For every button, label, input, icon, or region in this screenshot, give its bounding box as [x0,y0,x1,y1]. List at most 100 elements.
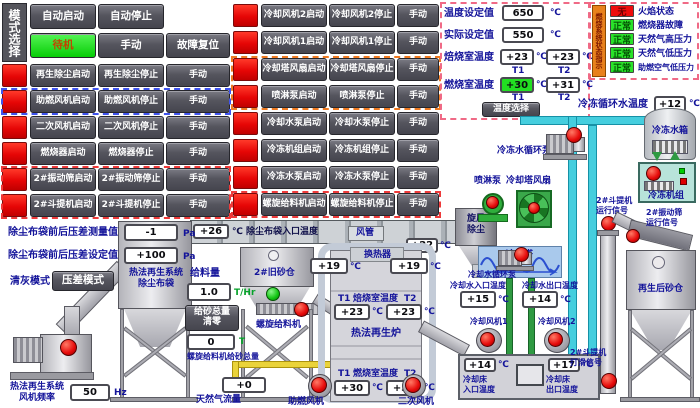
cooling-fan2-manual-button[interactable]: 手动 [397,4,439,27]
bed-window [516,364,544,386]
screw-feeder-status-lamp [233,193,258,216]
screw-feeder-start-button[interactable]: 螺旋给料机启动 [261,193,327,216]
bed-inlet-label: 冷却床 入口温度 [463,375,495,394]
bed-inlet-unit: ℃ [498,360,509,370]
cw-inlet-unit: ℃ [498,295,509,305]
clean-mode-button[interactable]: 压差模式 [52,271,114,291]
flame-state-label: 火焰状态 [638,7,675,17]
baghouse-hopper [124,309,186,347]
baghouse-base [110,397,198,402]
cooling-pump-base [496,266,534,271]
secondary-fan-manual-button[interactable]: 手动 [166,116,230,139]
temp-actual-label: 实际设定值 [444,30,494,41]
cooling-fan2-status-lamp [233,4,258,27]
feed-total-reset-button[interactable]: 给砂总量 清零 [185,305,239,331]
manual-mode-button[interactable]: 手动 [98,33,164,58]
secondary-fan-start-button[interactable]: 二次风机启动 [30,116,96,139]
spray-pump-stop-button[interactable]: 喷淋泵停止 [329,85,395,108]
screw-feeder-manual-button[interactable]: 手动 [397,193,439,216]
chiller-stop-button[interactable]: 冷冻机组停止 [329,139,395,162]
auto-stop-button[interactable]: 自动停止 [98,4,164,29]
standby-button[interactable]: 待机 [30,33,96,58]
vib-screen2-stop-button[interactable]: 2#振动筛停止 [98,168,164,191]
screw-feeder-stop-button[interactable]: 螺旋给料机停止 [329,193,395,216]
bucket-elev2-manual-button[interactable]: 手动 [166,194,230,217]
furnace-roast-label: 焙烧室温度 [353,294,399,304]
cooling-fan1-stop-button[interactable]: 冷却风机1停止 [329,31,395,54]
chiller-start-button[interactable]: 冷冻机组启动 [261,139,327,162]
cooling-pump-start-button[interactable]: 冷却水泵启动 [261,112,327,135]
chilled-pump-manual-button[interactable]: 手动 [397,166,439,189]
chilled-pump-stop-button[interactable]: 冷冻水泵停止 [329,166,395,189]
temp-setpoint-value[interactable]: 650 [502,5,544,21]
furnace-line-2 [331,345,421,347]
tower-fan-stop-button[interactable]: 冷却塔风扇停止 [329,58,395,81]
regen-silo-label: 再生后砂仓 [638,284,684,294]
chilled-pump-start-button[interactable]: 冷冻水泵启动 [261,166,327,189]
duct-label: 风管 [356,228,375,238]
gas-pipe-vertical [232,361,239,378]
tower-fan-manual-button[interactable]: 手动 [397,58,439,81]
vib-screen2-start-button[interactable]: 2#振动筛启动 [30,168,96,191]
chiller-grill [644,181,674,191]
temp-setpoint-unit: ℃ [550,8,561,18]
furnace-label: 热法再生炉 [351,328,401,339]
vib-screen2-manual-button[interactable]: 手动 [166,168,230,191]
auto-start-button[interactable]: 自动启动 [30,4,96,29]
burner-manual-button[interactable]: 手动 [166,142,230,165]
pressure-setpoint-value[interactable]: +100 [124,247,178,264]
chiller-label: 冷冻机组 [648,191,685,201]
regen-dedust-manual-button[interactable]: 手动 [166,64,230,87]
pressure-setpoint-label: 除尘布袋前后压差设定值 [8,250,118,261]
cooling-pump-manual-button[interactable]: 手动 [397,112,439,135]
chiller-green-led [679,168,685,174]
spray-pump-start-button[interactable]: 喷淋泵启动 [261,85,327,108]
spray-pump-manual-button[interactable]: 手动 [397,85,439,108]
comb-t1-tag: T1 [512,93,525,103]
cooling-fan2-start-button[interactable]: 冷却风机2启动 [261,4,327,27]
pressure-measured-value: -1 [124,224,178,241]
elev-slip-dot [601,373,617,389]
comb-fan-run-dot [311,377,327,393]
old-silo-level-dot [266,287,280,301]
cooling-fan1-manual-button[interactable]: 手动 [397,31,439,54]
pressure-setpoint-unit: Pa [183,252,196,262]
temp-select-button[interactable]: 温度选择 [482,102,540,117]
comb-air-low-label: 助燃空气低压力 [638,63,694,72]
bucket-elev2-start-button[interactable]: 2#斗提机启动 [30,194,96,217]
chiller-manual-button[interactable]: 手动 [397,139,439,162]
feed-rate-value[interactable]: 1.0 [187,283,231,301]
fault-reset-button[interactable]: 故障复位 [166,33,230,58]
secondary-fan-stop-button[interactable]: 二次风机停止 [98,116,164,139]
regen-dedust-stop-button[interactable]: 再生除尘停止 [98,64,164,87]
tower-fan-status-lamp [233,58,258,81]
old-silo-vent [268,250,279,261]
bucket-elev2-stop-button[interactable]: 2#斗提机停止 [98,194,164,217]
comb-fan-status-lamp [2,90,27,113]
comb-fan-manual-button[interactable]: 手动 [166,90,230,113]
cooling-pump-stop-button[interactable]: 冷却水泵停止 [329,112,395,135]
furnace-line-1 [331,290,421,292]
roast-t2-unit: ℃ [582,52,593,62]
temp-setpoint-label: 温度设定值 [444,8,494,19]
furnace-roast-t1-value: +23 [334,304,370,320]
duct-temp-unit: ℃ [440,241,451,251]
cooling-fan1-start-button[interactable]: 冷却风机1启动 [261,31,327,54]
cooling-fan2-stop-button[interactable]: 冷却风机2停止 [329,4,395,27]
chilled-tank-label: 冷冻水箱 [652,126,689,136]
chilled-water-temp-label: 冷冻循环水温度 [578,99,648,110]
regen-dedust-start-button[interactable]: 再生除尘启动 [30,64,96,87]
burner-start-button[interactable]: 燃烧器启动 [30,142,96,165]
tower-fan-start-button[interactable]: 冷却塔风扇启动 [261,58,327,81]
chiller-run-dot [646,166,661,181]
bed-outlet-label: 冷却床 出口温度 [546,375,578,394]
duct-label-tag [348,226,384,241]
cooling-pump-status-lamp [233,112,258,135]
comb-fan-start-button[interactable]: 助燃风机启动 [30,90,96,113]
cw-outlet-label: 冷却水出口温度 [522,281,578,290]
comb-fan-stop-button[interactable]: 助燃风机停止 [98,90,164,113]
gas-high-box: 正常 [610,33,634,46]
roast-t2-tag: T2 [558,66,571,76]
burner-stop-button[interactable]: 燃烧器停止 [98,142,164,165]
cooling-pump-run-dot [514,247,529,262]
